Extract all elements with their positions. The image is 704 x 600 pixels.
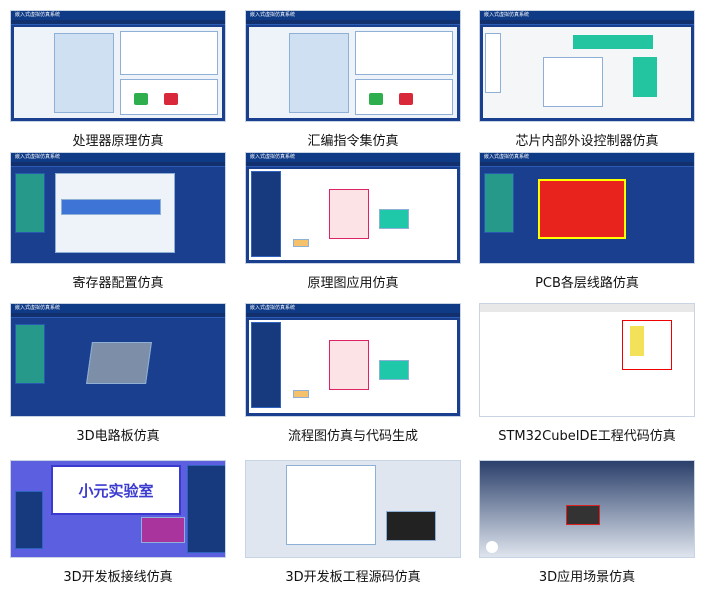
screenshot-thumbnail[interactable]: 小元实验室 bbox=[10, 460, 226, 558]
app-header: 嵌入式虚拟仿真系统 bbox=[480, 11, 694, 20]
content-area bbox=[480, 169, 694, 260]
app-header: 嵌入式虚拟仿真系统 bbox=[246, 153, 460, 162]
content-area bbox=[249, 27, 457, 118]
screenshot-thumbnail[interactable]: 嵌入式虚拟仿真系统 bbox=[479, 10, 695, 122]
gallery-item[interactable]: 嵌入式虚拟仿真系统 原理图应用仿真 bbox=[245, 152, 461, 291]
item-caption: 3D开发板接线仿真 bbox=[63, 570, 173, 585]
gallery-item[interactable]: 3D开发板工程源码仿真 bbox=[245, 460, 461, 585]
content-area bbox=[249, 169, 457, 260]
item-caption: 3D开发板工程源码仿真 bbox=[285, 570, 421, 585]
content-area: 小元实验室 bbox=[11, 461, 225, 557]
gallery-item[interactable]: 嵌入式虚拟仿真系统 芯片内部外设控制器仿真 bbox=[479, 10, 695, 149]
content-area bbox=[14, 27, 222, 118]
item-caption: STM32CubeIDE工程代码仿真 bbox=[498, 429, 676, 444]
item-caption: PCB各层线路仿真 bbox=[535, 276, 639, 291]
screenshot-thumbnail[interactable]: 嵌入式虚拟仿真系统 bbox=[245, 303, 461, 417]
item-caption: 原理图应用仿真 bbox=[307, 276, 399, 291]
content-area bbox=[11, 169, 225, 260]
toolbar bbox=[246, 313, 460, 318]
gallery-item[interactable]: 嵌入式虚拟仿真系统 3D电路板仿真 bbox=[10, 303, 226, 444]
item-caption: 3D应用场景仿真 bbox=[538, 570, 636, 585]
gallery-item[interactable]: 嵌入式虚拟仿真系统 PCB各层线路仿真 bbox=[479, 152, 695, 291]
toolbar bbox=[246, 162, 460, 167]
content-area bbox=[246, 461, 460, 557]
toolbar bbox=[246, 20, 460, 25]
content-area bbox=[480, 304, 694, 416]
gallery-item[interactable]: 嵌入式虚拟仿真系统 汇编指令集仿真 bbox=[245, 10, 461, 149]
item-caption: 寄存器配置仿真 bbox=[72, 276, 164, 291]
content-area bbox=[483, 27, 691, 118]
content-area bbox=[11, 320, 225, 413]
app-header: 嵌入式虚拟仿真系统 bbox=[480, 153, 694, 162]
gallery-item[interactable]: 嵌入式虚拟仿真系统 处理器原理仿真 bbox=[10, 10, 226, 149]
toolbar bbox=[480, 162, 694, 167]
gallery-item[interactable]: 小元实验室 3D开发板接线仿真 bbox=[10, 460, 226, 585]
screenshot-thumbnail[interactable]: 嵌入式虚拟仿真系统 bbox=[10, 303, 226, 417]
app-header: 嵌入式虚拟仿真系统 bbox=[11, 153, 225, 162]
content-area bbox=[249, 320, 457, 413]
gallery-item[interactable]: 3D应用场景仿真 bbox=[479, 460, 695, 585]
screenshot-thumbnail[interactable]: 嵌入式虚拟仿真系统 bbox=[10, 10, 226, 122]
toolbar bbox=[480, 20, 694, 25]
toolbar bbox=[11, 162, 225, 167]
app-header: 嵌入式虚拟仿真系统 bbox=[246, 304, 460, 313]
toolbar bbox=[11, 20, 225, 25]
screenshot-thumbnail[interactable]: 嵌入式虚拟仿真系统 bbox=[10, 152, 226, 264]
lab-sign: 小元实验室 bbox=[51, 465, 181, 515]
item-caption: 汇编指令集仿真 bbox=[307, 134, 399, 149]
app-header: 嵌入式虚拟仿真系统 bbox=[11, 11, 225, 20]
app-header: 嵌入式虚拟仿真系统 bbox=[246, 11, 460, 20]
item-caption: 3D电路板仿真 bbox=[76, 429, 160, 444]
gallery-item[interactable]: 嵌入式虚拟仿真系统 寄存器配置仿真 bbox=[10, 152, 226, 291]
item-caption: 处理器原理仿真 bbox=[72, 134, 164, 149]
screenshot-thumbnail[interactable]: 嵌入式虚拟仿真系统 bbox=[245, 152, 461, 264]
item-caption: 流程图仿真与代码生成 bbox=[287, 429, 418, 444]
screenshot-thumbnail[interactable] bbox=[479, 460, 695, 558]
app-header: 嵌入式虚拟仿真系统 bbox=[11, 304, 225, 313]
gallery-item[interactable]: STM32CubeIDE工程代码仿真 bbox=[479, 303, 695, 444]
screenshot-thumbnail[interactable] bbox=[245, 460, 461, 558]
content-area bbox=[480, 461, 694, 557]
toolbar bbox=[11, 313, 225, 318]
screenshot-thumbnail[interactable]: 嵌入式虚拟仿真系统 bbox=[479, 152, 695, 264]
screenshot-thumbnail[interactable] bbox=[479, 303, 695, 417]
screenshot-thumbnail[interactable]: 嵌入式虚拟仿真系统 bbox=[245, 10, 461, 122]
gallery-item[interactable]: 嵌入式虚拟仿真系统 流程图仿真与代码生成 bbox=[245, 303, 461, 444]
item-caption: 芯片内部外设控制器仿真 bbox=[515, 134, 659, 149]
